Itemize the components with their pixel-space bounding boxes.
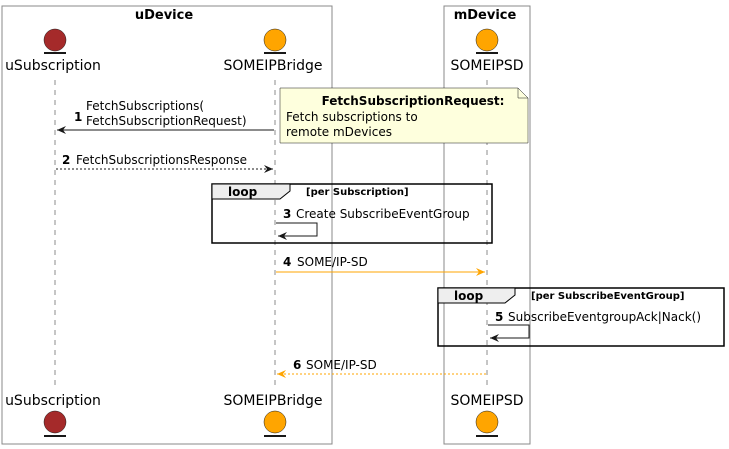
- message-3[interactable]: 3 Create SubscribeEventGroup: [276, 207, 470, 240]
- participant-someipsd-bottom[interactable]: SOMEIPSD: [450, 393, 524, 437]
- message-label: FetchSubscriptionsResponse: [76, 153, 247, 167]
- message-1[interactable]: 1 FetchSubscriptions( FetchSubscriptionR…: [57, 99, 274, 134]
- message-number: 1: [74, 110, 82, 124]
- loop-frame-per-subscribe-event-group: loop [per SubscribeEventGroup]: [437, 287, 725, 347]
- note-title: FetchSubscriptionRequest:: [322, 94, 505, 108]
- participant-label: uSubscription: [5, 58, 101, 74]
- participant-usubscription-top[interactable]: uSubscription: [5, 28, 101, 74]
- note-line-2: remote mDevices: [286, 125, 392, 139]
- participant-label: uSubscription: [5, 393, 101, 409]
- message-label: SOME/IP-SD: [297, 255, 368, 269]
- participant-label: SOMEIPBridge: [223, 58, 322, 74]
- entity-icon: [43, 28, 67, 52]
- participant-label: SOMEIPSD: [450, 393, 523, 409]
- message-label-line-2: FetchSubscriptionRequest): [86, 114, 247, 128]
- note-line-1: Fetch subscriptions to: [286, 110, 418, 124]
- message-6[interactable]: 6 SOME/IP-SD: [277, 358, 486, 378]
- entity-icon: [475, 28, 499, 52]
- message-number: 4: [283, 255, 291, 269]
- participant-label: SOMEIPBridge: [223, 393, 322, 409]
- udevice-box: uDevice: [1, 5, 333, 445]
- mdevice-title: mDevice: [454, 8, 517, 23]
- message-label: SubscribeEventgroupAck|Nack(): [508, 310, 701, 324]
- entity-icon: [263, 28, 287, 52]
- message-5[interactable]: 5 SubscribeEventgroupAck|Nack(): [488, 310, 701, 342]
- participant-usubscription-bottom[interactable]: uSubscription: [5, 393, 101, 437]
- loop-condition: [per SubscribeEventGroup]: [531, 291, 684, 302]
- participant-someipbridge-bottom[interactable]: SOMEIPBridge: [223, 393, 323, 437]
- message-number: 2: [62, 153, 70, 167]
- entity-icon: [263, 410, 287, 434]
- udevice-title: uDevice: [135, 8, 193, 23]
- message-number: 5: [495, 310, 503, 324]
- loop-keyword: loop: [454, 289, 484, 303]
- entity-icon: [43, 410, 67, 434]
- message-2[interactable]: 2 FetchSubscriptionsResponse: [56, 153, 273, 173]
- message-4[interactable]: 4 SOME/IP-SD: [276, 255, 485, 276]
- message-label: Create SubscribeEventGroup: [296, 207, 470, 221]
- participant-someipsd-top[interactable]: SOMEIPSD: [450, 28, 524, 74]
- message-label: SOME/IP-SD: [306, 358, 377, 372]
- note-fetch-subscription-request: FetchSubscriptionRequest: Fetch subscrip…: [279, 87, 529, 144]
- participant-someipbridge-top[interactable]: SOMEIPBridge: [223, 28, 323, 74]
- message-number: 6: [293, 358, 301, 372]
- message-label-line-1: FetchSubscriptions(: [86, 99, 204, 113]
- participant-label: SOMEIPSD: [450, 58, 523, 74]
- message-number: 3: [283, 207, 291, 221]
- loop-frame-per-subscription: loop [per Subscription]: [211, 183, 493, 244]
- entity-icon: [475, 410, 499, 434]
- loop-condition: [per Subscription]: [306, 187, 409, 198]
- loop-keyword: loop: [228, 185, 258, 199]
